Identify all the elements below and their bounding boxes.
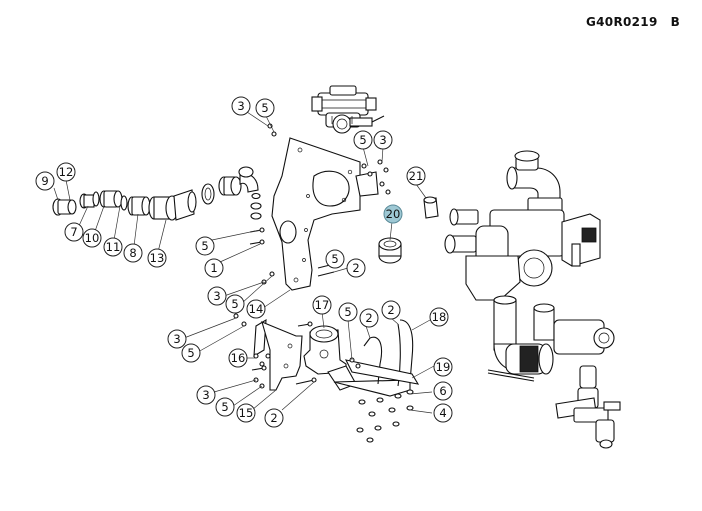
svg-text:19: 19 — [436, 360, 451, 374]
callout-19: 19 — [433, 357, 453, 377]
callout-21: 21 — [406, 166, 426, 186]
svg-text:2: 2 — [387, 303, 394, 317]
svg-text:2: 2 — [352, 261, 359, 275]
svg-text:20: 20 — [386, 207, 401, 221]
callout-5: 5 — [353, 130, 373, 150]
callouts: 3 5 5 3 12 9 21 20 7 10 11 8 13 5 1 5 2 … — [35, 96, 453, 428]
svg-text:8: 8 — [129, 246, 136, 260]
svg-text:3: 3 — [379, 133, 386, 147]
callout-11: 11 — [103, 237, 123, 257]
callout-20-highlighted: 20 — [383, 204, 403, 224]
svg-text:5: 5 — [344, 305, 351, 319]
svg-text:2: 2 — [270, 411, 277, 425]
callout-5: 5 — [195, 236, 215, 256]
svg-text:3: 3 — [202, 388, 209, 402]
svg-text:5: 5 — [261, 101, 268, 115]
callout-10: 10 — [82, 228, 102, 248]
callout-2: 2 — [381, 300, 401, 320]
top-valve-assembly — [311, 85, 385, 134]
svg-text:5: 5 — [331, 252, 338, 266]
callout-3: 3 — [207, 286, 227, 306]
callout-5: 5 — [325, 249, 345, 269]
callout-17: 17 — [312, 295, 332, 315]
callout-9: 9 — [35, 171, 55, 191]
callout-2: 2 — [264, 408, 284, 428]
callout-3: 3 — [167, 329, 187, 349]
fittings-20-21 — [378, 196, 439, 264]
callout-16: 16 — [228, 348, 248, 368]
svg-text:21: 21 — [409, 169, 424, 183]
drawing-revision: B — [670, 15, 681, 29]
svg-text:6: 6 — [439, 384, 446, 398]
leader-lines — [53, 111, 435, 414]
drawing-number: G40R0219 — [586, 15, 658, 29]
callout-7: 7 — [64, 222, 84, 242]
callout-4: 4 — [433, 403, 453, 423]
mounting-plate — [271, 137, 379, 291]
svg-text:11: 11 — [106, 240, 121, 254]
callout-2: 2 — [359, 308, 379, 328]
lower-brackets — [253, 318, 420, 397]
svg-text:10: 10 — [85, 231, 100, 245]
svg-text:13: 13 — [150, 251, 165, 265]
callout-3: 3 — [231, 96, 251, 116]
callout-1: 1 — [204, 258, 224, 278]
callout-3: 3 — [196, 385, 216, 405]
svg-text:1: 1 — [210, 261, 217, 275]
callout-6: 6 — [433, 381, 453, 401]
drawing-code: G40R0219 B — [586, 15, 680, 29]
svg-text:12: 12 — [59, 165, 74, 179]
callout-8: 8 — [123, 243, 143, 263]
svg-text:3: 3 — [213, 289, 220, 303]
svg-text:3: 3 — [173, 332, 180, 346]
callout-2: 2 — [346, 258, 366, 278]
svg-text:16: 16 — [231, 351, 246, 365]
svg-text:18: 18 — [432, 310, 447, 324]
svg-text:14: 14 — [249, 302, 264, 316]
callout-13: 13 — [147, 248, 167, 268]
left-pipe-train — [52, 166, 262, 221]
callout-5: 5 — [181, 343, 201, 363]
callout-12: 12 — [56, 162, 76, 182]
svg-text:5: 5 — [359, 133, 366, 147]
svg-text:7: 7 — [70, 225, 77, 239]
callout-18: 18 — [429, 307, 449, 327]
svg-text:15: 15 — [239, 406, 254, 420]
svg-text:9: 9 — [41, 174, 48, 188]
callout-15: 15 — [236, 403, 256, 423]
svg-text:4: 4 — [439, 406, 446, 420]
callout-3: 3 — [373, 130, 393, 150]
callout-5: 5 — [225, 294, 245, 314]
svg-text:2: 2 — [365, 311, 372, 325]
hardware-fasteners — [233, 123, 414, 443]
callout-5: 5 — [255, 98, 275, 118]
manifold-assembly — [444, 150, 621, 449]
svg-text:17: 17 — [315, 298, 330, 312]
callout-5: 5 — [338, 302, 358, 322]
callout-14: 14 — [246, 299, 266, 319]
svg-text:5: 5 — [221, 400, 228, 414]
svg-text:5: 5 — [201, 239, 208, 253]
callout-5: 5 — [215, 397, 235, 417]
svg-text:5: 5 — [187, 346, 194, 360]
svg-text:3: 3 — [237, 99, 244, 113]
svg-text:5: 5 — [231, 297, 238, 311]
